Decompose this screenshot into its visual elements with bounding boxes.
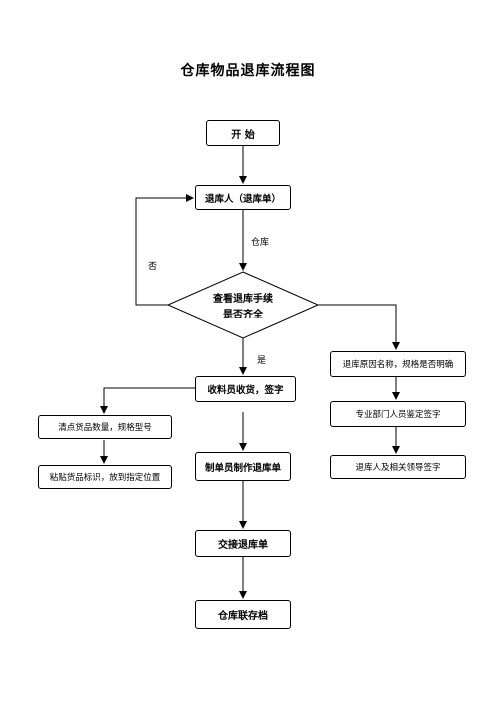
edge-label-warehouse: 仓库 <box>251 238 270 248</box>
decision-check-line2: 是否齐全 <box>223 310 263 318</box>
node-start: 开 始 <box>206 120 280 146</box>
node-archive: 仓库联存档 <box>195 600 291 629</box>
arrow-receive-to-count <box>100 387 195 414</box>
node-receive: 收料员收货，签字 <box>195 376 296 402</box>
node-make-return-slip: 制单员制作退库单 <box>195 452 291 481</box>
decision-check-text: 查看退库手续 是否齐全 <box>183 292 303 318</box>
node-count-goods: 清点货品数量，规格型号 <box>38 415 172 439</box>
page-title: 仓库物品退库流程图 <box>180 63 316 79</box>
node-expert-sign: 专业部门人员鉴定签字 <box>330 401 466 427</box>
arrow-check-to-reason <box>318 304 400 350</box>
decision-check-line1: 查看退库手续 <box>213 294 273 305</box>
edge-label-no: 否 <box>148 262 158 272</box>
node-return-person: 退库人（退库单） <box>195 185 291 210</box>
node-handover-slip: 交接退库单 <box>195 530 291 557</box>
node-label-goods: 粘贴货品标识，放到指定位置 <box>38 465 172 489</box>
node-leader-sign: 退库人及相关领导签字 <box>330 455 466 479</box>
arrow-no-loop <box>135 194 194 306</box>
edge-label-yes: 是 <box>257 356 267 366</box>
node-reason: 退库原因名称，规格是否明确 <box>330 351 466 377</box>
